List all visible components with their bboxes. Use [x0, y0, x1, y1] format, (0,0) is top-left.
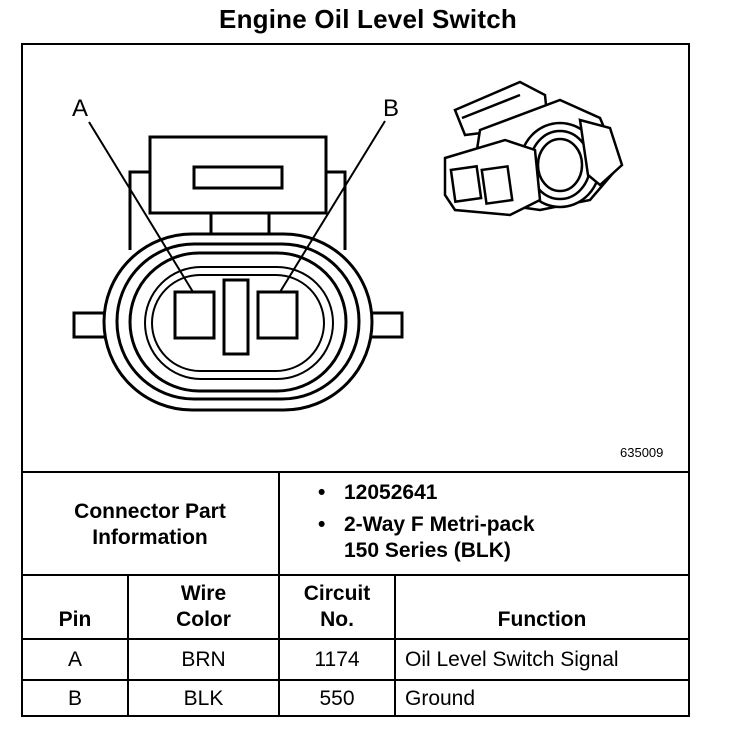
header-pin: Pin: [58, 607, 92, 631]
row-a-pin: A: [67, 648, 82, 671]
header-circuit-line1: Circuit: [303, 582, 371, 605]
connector-info-label-line1: Connector Part: [74, 500, 226, 523]
connector-3d-drawing: [443, 80, 624, 217]
connector-info-details: • 12052641 • 2-Way F Metri-pack 150 Seri…: [318, 480, 535, 564]
header-wire-color-line2: Color: [176, 608, 231, 631]
bullet: •: [318, 513, 326, 536]
diagram-frame: [21, 43, 690, 717]
row-b-pin: B: [67, 687, 82, 710]
row-a-circuit: 1174: [314, 648, 360, 671]
pin-label-a: A: [72, 95, 89, 122]
row-a-wire-color: BRN: [181, 648, 226, 671]
page-title: Engine Oil Level Switch: [219, 4, 517, 34]
description-line1: 2-Way F Metri-pack: [344, 513, 535, 536]
description-row: • 2-Way F Metri-pack: [318, 512, 535, 538]
connector-info-label: Connector Part Information: [22, 476, 278, 574]
row-b-wire-color: BLK: [183, 687, 224, 710]
bullet: •: [318, 481, 326, 504]
pin-label-b: B: [383, 95, 400, 122]
header-circuit: Circuit No.: [279, 578, 395, 636]
header-function: Function: [497, 607, 587, 631]
row-a-function: Oil Level Switch Signal: [405, 648, 619, 671]
connector-info-label-line2: Information: [92, 526, 208, 549]
row-b-function: Ground: [405, 687, 476, 710]
header-wire-color-line1: Wire: [180, 582, 227, 605]
description-line2: 150 Series (BLK): [344, 539, 511, 562]
header-circuit-line2: No.: [320, 608, 354, 631]
header-wire-color: Wire Color: [128, 578, 279, 636]
connector-face-drawing: [72, 120, 404, 412]
row-b-circuit: 550: [319, 687, 355, 710]
part-number: 12052641: [344, 481, 438, 504]
part-number-row: • 12052641: [318, 480, 535, 506]
figure-id: 635009: [620, 445, 664, 460]
